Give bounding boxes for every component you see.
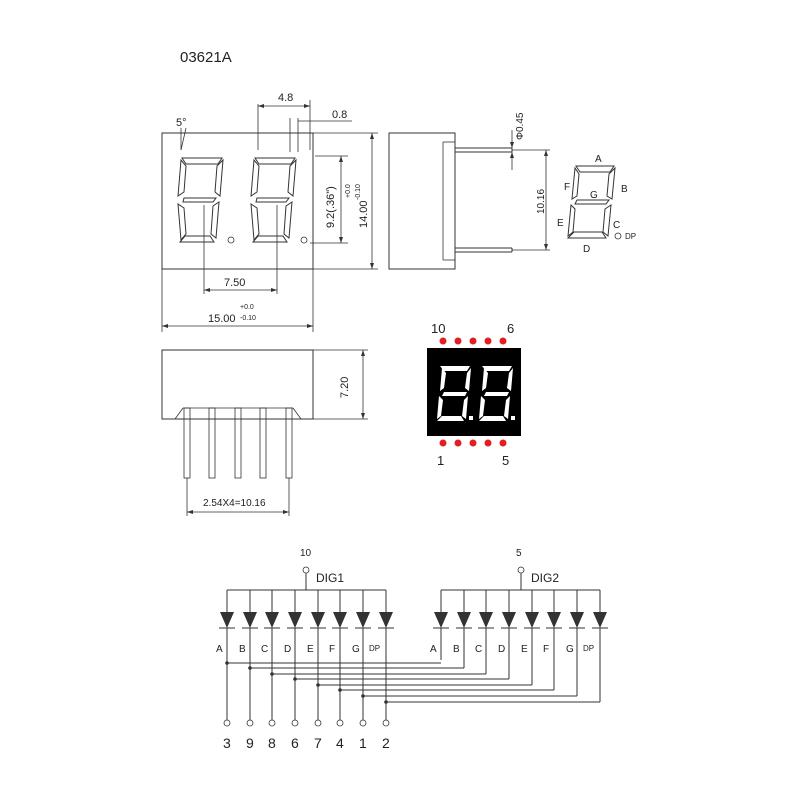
dig1-diodes xyxy=(219,590,394,660)
pin-number-b: 9 xyxy=(246,735,254,751)
photo-digit-1 xyxy=(437,366,471,421)
seg1-label-d: D xyxy=(284,644,291,655)
part-number: 03621A xyxy=(180,49,232,66)
dim-pin-diameter: Φ0.45 xyxy=(515,112,526,140)
seg2-label-g: G xyxy=(566,644,574,655)
seg1-label-f: F xyxy=(329,644,335,655)
seg2-label-f: F xyxy=(543,644,549,655)
dig2-diodes xyxy=(433,590,608,660)
legend-label-e: E xyxy=(557,218,564,229)
interconnect-wires xyxy=(225,660,601,720)
legend-seg-e xyxy=(567,203,576,238)
seg1-label-e: E xyxy=(307,644,314,655)
front-body-outline xyxy=(161,132,314,270)
legend-seg-c xyxy=(602,203,612,237)
legend-label-dp: DP xyxy=(625,232,636,241)
seg2-label-e: E xyxy=(521,644,528,655)
front-digit-2 xyxy=(250,157,297,243)
dim-bottom-height: 7.20 xyxy=(339,377,351,398)
seg1-label-b: B xyxy=(239,644,246,655)
pin-number-e: 7 xyxy=(314,735,322,751)
segment-legend: A B C D E F G DP xyxy=(557,154,636,255)
dim-body-width: 15.00 xyxy=(208,313,236,325)
pin-number-f: 4 xyxy=(336,735,344,751)
legend-dp xyxy=(614,232,622,240)
front-dp-1 xyxy=(227,236,235,244)
side-body-outline xyxy=(388,132,456,270)
seg1-label-g: G xyxy=(352,644,360,655)
pin-number-d: 6 xyxy=(291,735,299,751)
pin-dots-bottom xyxy=(439,439,507,447)
seg1-label-dp: DP xyxy=(369,644,380,653)
legend-label-g: G xyxy=(590,190,598,201)
dig2-label: DIG2 xyxy=(531,571,559,585)
pin-numbers: 3 9 8 6 7 4 1 2 xyxy=(223,735,390,751)
front-dp-2 xyxy=(300,236,308,244)
dim-pin-pitch: 2.54X4=10.16 xyxy=(203,498,266,509)
pin-number-g: 1 xyxy=(359,735,367,751)
seg2-label-b: B xyxy=(453,644,460,655)
legend-seg-a xyxy=(575,165,615,173)
pin-number-dp: 2 xyxy=(382,735,390,751)
dig2-segment-labels: A B C D E F G DP xyxy=(430,644,594,655)
dim-body-height: 14.00 xyxy=(358,200,370,228)
seg2-label-a: A xyxy=(430,644,437,655)
pin-terminals xyxy=(223,719,390,727)
legend-label-b: B xyxy=(621,184,628,195)
legend-seg-d xyxy=(566,231,607,239)
pin-label-1: 1 xyxy=(437,453,444,468)
pin-label-6: 6 xyxy=(507,321,514,336)
seg2-label-d: D xyxy=(498,644,505,655)
pin-label-10: 10 xyxy=(431,321,445,336)
pinout-photo: 10 6 1 5 xyxy=(427,321,521,468)
dig2-pin-label: 5 xyxy=(516,548,522,559)
legend-label-d: D xyxy=(583,244,590,255)
dim-digit-spacing: 7.50 xyxy=(224,277,245,289)
legend-label-f: F xyxy=(564,182,570,193)
dim-pin-span: 10.16 xyxy=(536,189,547,214)
dig1-pin-label: 10 xyxy=(300,548,312,559)
legend-seg-b xyxy=(606,166,616,200)
dim-slant: 5° xyxy=(176,117,187,129)
seg1-label-a: A xyxy=(216,644,223,655)
dim-seg-width: 0.8 xyxy=(332,109,347,121)
legend-seg-f xyxy=(571,166,580,200)
legend-seg-g xyxy=(574,199,610,205)
schematic: 10 DIG1 5 DIG2 xyxy=(216,548,608,751)
dim-body-width-tol-minus: -0.10 xyxy=(240,315,256,322)
pin-label-5: 5 xyxy=(502,453,509,468)
front-view: 5° 4.8 0.8 9.2(.36") 14.00 +0.0 -0.10 7.… xyxy=(161,92,378,332)
seg2-label-dp: DP xyxy=(583,644,594,653)
dig1-label: DIG1 xyxy=(316,571,344,585)
pin-number-a: 3 xyxy=(223,735,231,751)
pin-dots-top xyxy=(439,337,507,345)
seg1-label-c: C xyxy=(261,644,268,655)
side-view: Φ0.45 10.16 xyxy=(388,112,550,270)
dig1-segment-labels: A B C D E F G DP xyxy=(216,644,380,655)
dim-digit-height: 9.2(.36") xyxy=(325,186,337,228)
dim-body-height-tol-plus: +0.0 xyxy=(345,184,352,198)
front-digit-1 xyxy=(177,157,224,243)
dim-body-height-tol-minus: -0.10 xyxy=(355,184,362,200)
dim-body-width-tol-plus: +0.0 xyxy=(240,304,254,311)
bottom-view: 7.20 2.54X4=10.16 xyxy=(161,349,368,516)
photo-digit-2 xyxy=(479,366,513,421)
legend-label-c: C xyxy=(613,220,620,231)
dig2-terminal xyxy=(517,566,525,574)
dig1-terminal xyxy=(302,566,310,574)
pin-number-c: 8 xyxy=(268,735,276,751)
dim-digit-pitch: 4.8 xyxy=(278,92,293,104)
legend-label-a: A xyxy=(595,154,602,165)
seg2-label-c: C xyxy=(475,644,482,655)
bottom-body-outline xyxy=(161,349,314,420)
